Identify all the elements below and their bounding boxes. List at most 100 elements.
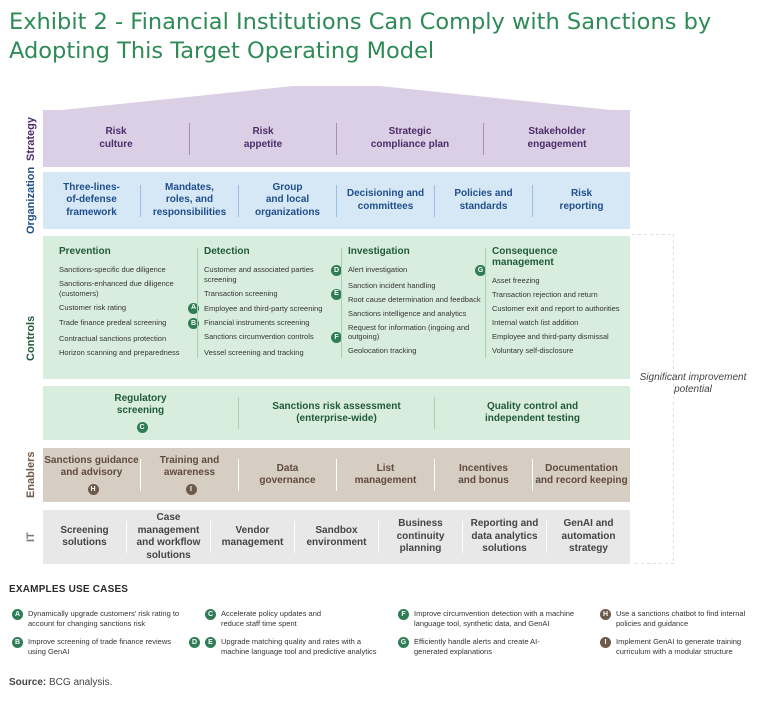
enablers-cell-line: and bonus — [458, 475, 509, 486]
organization-cell-line: Policies and — [454, 188, 513, 199]
it-cell-line: planning — [399, 543, 442, 555]
controls-row2-cell-line: Regulatory — [114, 392, 167, 404]
controls-item: Request for information (ingoing and out… — [348, 323, 486, 342]
controls-column-divider — [341, 248, 342, 358]
controls-item: Asset freezing — [492, 276, 622, 286]
example-use-case-text: Use a sanctions chatbot to find internal… — [616, 609, 746, 628]
example-use-case-text: Dynamically upgrade customers' risk rati… — [28, 609, 180, 628]
enablers-cell-line: List — [376, 462, 395, 474]
strategy-cell-line: Risk — [105, 126, 127, 137]
controls-item-text: Contractual sanctions protection — [59, 333, 167, 343]
organization-cell-line: responsibilities — [152, 206, 227, 218]
controls-row2-divider — [434, 397, 435, 429]
controls-item-text: Request for information (ingoing and out… — [348, 322, 470, 342]
organization-cell-line: framework — [66, 206, 117, 218]
controls-column-heading: Detection — [204, 246, 250, 257]
controls-item: Voluntary self-disclosure — [492, 346, 622, 356]
it-divider — [210, 521, 211, 553]
controls-item: Transaction rejection and return — [492, 290, 622, 300]
it-cell-line: continuity — [396, 530, 445, 542]
controls-item: Transaction screening E — [204, 288, 342, 300]
badge-i-icon: I — [600, 637, 611, 648]
organization-cell-line: Mandates, — [165, 181, 214, 193]
enablers-badge-wrap: I — [183, 483, 197, 496]
organization-cell-line: committees — [357, 200, 414, 212]
controls-item: Contractual sanctions protection — [59, 334, 199, 344]
organization-divider — [140, 184, 141, 217]
controls-item: Customer and associated parties screenin… — [204, 265, 342, 284]
controls-column-heading: Prevention — [59, 246, 111, 257]
layer-label-controls: Controls — [25, 315, 37, 361]
controls-item-text: Internal watch list addition — [492, 318, 579, 327]
enablers-cell-line: governance — [259, 475, 316, 486]
it-cell-line: solutions — [62, 537, 107, 548]
it-cell-line: data analytics — [471, 530, 538, 542]
it-cell-line: Sandbox — [315, 524, 358, 536]
organization-cell-line: roles, and — [165, 194, 214, 206]
controls-item: Sanctions intelligence and analytics — [348, 309, 486, 319]
exhibit-title: Exhibit 2 - Financial Institutions Can C… — [9, 9, 712, 64]
controls-item-text: Transaction rejection and return — [492, 290, 598, 299]
it-cell-line: automation — [561, 530, 616, 542]
controls-item-text: Financial instruments screening — [204, 318, 310, 327]
improvement-bracket — [632, 234, 674, 564]
example-use-case-text: Upgrade matching quality and rates with … — [221, 637, 377, 656]
badge-d-icon: D — [189, 637, 200, 648]
controls-item-text: Customer risk rating — [59, 302, 127, 312]
controls-item: Employee and third-party screening — [204, 304, 342, 314]
organization-cell-line: and local — [265, 194, 310, 206]
it-divider — [294, 521, 295, 553]
controls-item-text: Customer and associated parties screenin… — [204, 265, 314, 284]
controls-item: Vessel screening and tracking — [204, 348, 342, 358]
badge-a-icon: A — [12, 609, 23, 620]
badge-e-icon: E — [331, 288, 342, 300]
controls-column-heading: Investigation — [348, 246, 410, 257]
organization-cell-line: Risk — [570, 188, 593, 199]
it-cell-line: strategy — [569, 543, 608, 555]
organization-cell-line: Decisioning and — [346, 188, 425, 199]
example-use-case-text: Accelerate policy updates and reduce sta… — [221, 609, 322, 628]
strategy-cell-line: engagement — [527, 138, 587, 150]
organization-divider — [336, 184, 337, 217]
controls-column-heading: Consequence management — [492, 246, 558, 268]
it-cell-line: GenAI and — [563, 518, 614, 530]
example-use-case-text: Implement GenAI to generate training cur… — [616, 637, 742, 656]
controls-item-text: Transaction screening — [204, 288, 278, 298]
badge-f-icon: F — [331, 332, 342, 343]
example-use-case: A Dynamically upgrade customers' risk rat… — [12, 609, 190, 629]
organization-divider — [238, 184, 239, 217]
source-label: Source: — [9, 677, 47, 688]
it-cell-line: Screening — [60, 524, 109, 536]
controls-item-text: Sanctions-enhanced due diligence (custom… — [59, 279, 174, 298]
example-use-case: I Implement GenAI to generate training cu… — [600, 637, 760, 657]
controls-item: Sanctions-enhanced due diligence (custom… — [59, 279, 199, 298]
enablers-divider — [238, 459, 239, 491]
enablers-cell-line: management — [354, 475, 417, 486]
enablers-divider — [532, 459, 533, 491]
enablers-cell-line: Documentation — [545, 462, 618, 474]
controls-row2-cell-line: (enterprise-wide) — [296, 413, 377, 424]
controls-item: Employee and third-party dismissal — [492, 332, 622, 342]
example-use-case-text: Improve circumvention detection with a m… — [414, 609, 575, 628]
strategy-roof — [43, 86, 630, 112]
